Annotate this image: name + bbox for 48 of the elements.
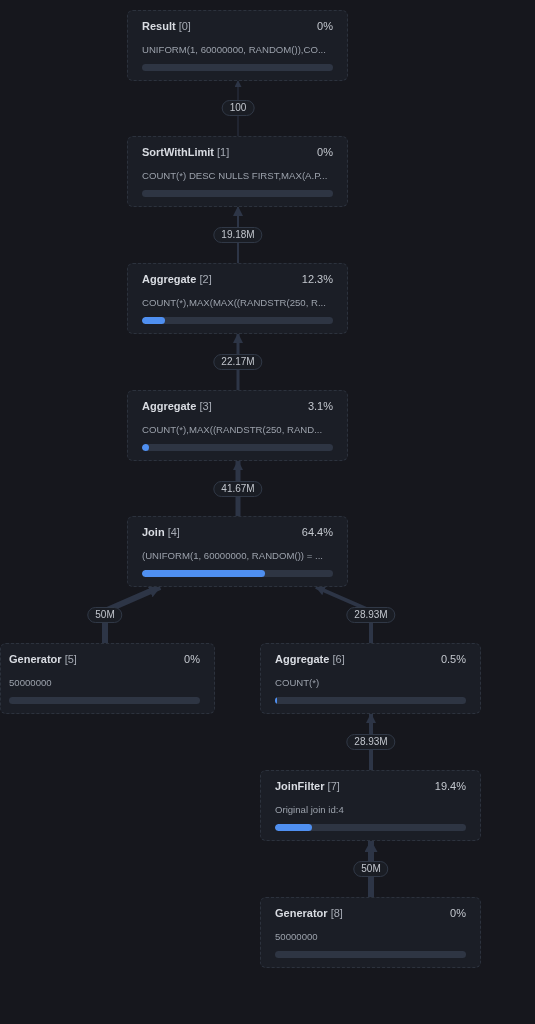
expression-text: 50000000 — [9, 676, 52, 689]
operator-card — [260, 770, 481, 841]
expression-text: COUNT(*),MAX((RANDSTR(250, RAND... — [142, 423, 323, 436]
arrow — [315, 585, 373, 643]
operator-card — [0, 643, 215, 714]
edge-label: 100 — [221, 100, 255, 116]
operator-card — [260, 643, 481, 714]
operator-card — [260, 897, 481, 968]
edge-label: 41.67M — [213, 481, 263, 497]
operator-title: Generator [8] — [275, 906, 343, 920]
operator-title: Result [0] — [142, 19, 191, 33]
percentage-text: 19.4% — [434, 779, 466, 793]
operator-card — [127, 263, 348, 334]
edge-label: 28.93M — [346, 607, 396, 623]
arrow — [366, 713, 376, 770]
expression-text: UNIFORM(1, 60000000, RANDOM()),CO... — [142, 43, 326, 56]
edge-label: 28.93M — [346, 734, 396, 750]
operator-title: Aggregate [2] — [142, 272, 212, 286]
percentage-text: 0.5% — [440, 652, 466, 666]
operator-title: Generator [5] — [9, 652, 77, 666]
operator-card — [127, 136, 348, 207]
arrow — [102, 584, 162, 643]
arrow — [364, 840, 378, 897]
percentage-text: 0% — [450, 906, 466, 920]
operator-title: SortWithLimit [1] — [142, 145, 230, 159]
operator-card — [127, 516, 348, 587]
edge-label: 50M — [353, 861, 389, 877]
edge-label: 19.18M — [213, 227, 263, 243]
operator-title: Aggregate [3] — [142, 399, 212, 413]
expression-text: COUNT(*) — [275, 676, 320, 689]
operator-card — [127, 390, 348, 461]
operator-card — [127, 10, 348, 81]
percentage-text: 64.4% — [301, 525, 333, 539]
edge-label: 50M — [87, 607, 123, 623]
percentage-text: 0% — [317, 19, 333, 33]
edge-label: 22.17M — [213, 354, 263, 370]
expression-text: Original join id:4 — [275, 803, 344, 816]
expression-text: COUNT(*) DESC NULLS FIRST,MAX(A.P... — [142, 169, 328, 182]
percentage-text: 3.1% — [307, 399, 333, 413]
percentage-text: 0% — [317, 145, 333, 159]
operator-title: Aggregate [6] — [275, 652, 345, 666]
operator-title: Join [4] — [142, 525, 180, 539]
expression-text: COUNT(*),MAX(MAX((RANDSTR(250, R... — [142, 296, 326, 309]
expression-text: 50000000 — [275, 930, 318, 943]
percentage-text: 12.3% — [301, 272, 333, 286]
operator-title: JoinFilter [7] — [275, 779, 340, 793]
expression-text: (UNIFORM(1, 60000000, RANDOM()) = ... — [142, 549, 323, 562]
percentage-text: 0% — [184, 652, 200, 666]
